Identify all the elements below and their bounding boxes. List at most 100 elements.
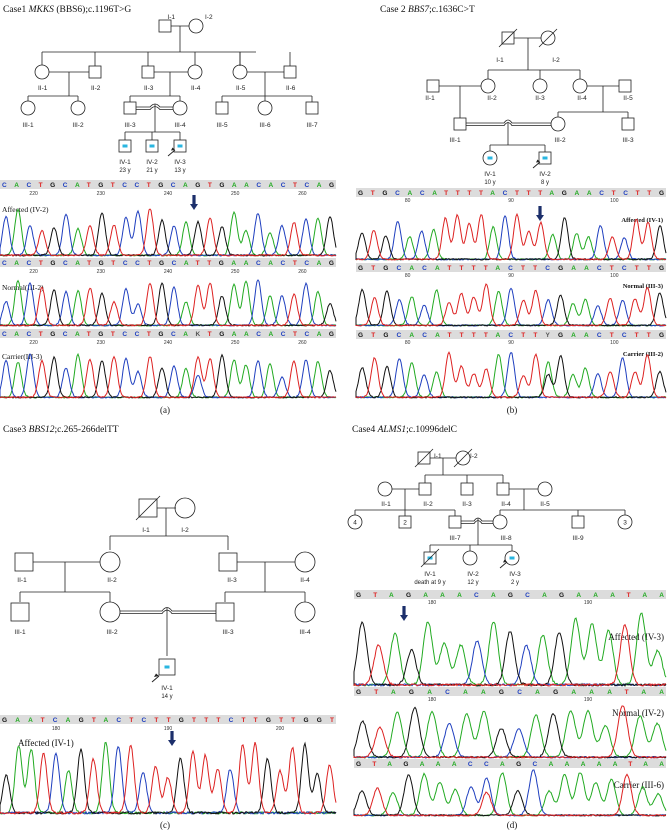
chromatogram-b-3-c-trace [355,351,667,399]
label-ii-1: II-1 [425,95,435,102]
female-symbol [294,601,316,623]
sequence-d-2-bar [354,687,666,696]
b-2-position-label: 90 [508,273,514,279]
chromatogram-b-2-t-trace [355,283,667,327]
a-2-position-label: 240 [164,269,173,275]
affected-mark [122,144,128,148]
chromatogram-d-1-a-trace [353,612,667,687]
female-symbol [537,481,553,497]
female-symbol [99,601,121,623]
label-ii-5: II-5 [623,95,633,102]
trace-label-affected: Affected (IV-1) [18,738,74,748]
age-label: 21 y [146,168,157,174]
proband-arrowhead [154,673,159,677]
b-2-position-label: 100 [610,273,619,279]
label-ii-4: II-4 [501,501,511,508]
male-symbol [618,79,632,93]
a-3-position-label: 220 [29,340,38,346]
panel-c-label: (c) [160,820,170,830]
male-symbol [426,79,440,93]
b-3-position-label: 80 [405,340,411,346]
label-i-1: I-1 [496,57,504,64]
male-symbol [158,19,172,33]
label-iii-2: III-2 [106,629,118,636]
female-symbol [532,78,548,94]
chromatogram-b-1-t-trace [355,212,667,261]
label-iv-2: IV-2 [467,571,479,578]
label-iv: IV-2 [146,159,158,166]
label-i-1: I-1 [167,14,175,21]
female-symbol [174,497,196,519]
chromatogram-a-1-t-trace [0,208,337,257]
b-2-position-label: 80 [405,273,411,279]
chromatogram-c-1-t-trace [0,741,337,815]
a-1-position-label: 220 [29,191,38,197]
female-symbol [480,78,496,94]
mutation-arrow-d-head [400,615,408,621]
label-ii: II-5 [236,85,246,92]
deceased-line [498,28,518,48]
label-iii: III-4 [174,122,186,129]
a-1-position-label: 260 [298,191,307,197]
trace-label-carrier: Carrier (III-2) [623,351,663,358]
label-iii-4: III-4 [299,629,311,636]
chromatogram-d-3-t-trace [353,773,666,817]
panel-a-label: (a) [160,405,170,415]
male-symbol [14,552,34,572]
c-1-position-label: 190 [164,726,173,732]
chromatogram-d-1-g-trace [353,620,667,688]
label-ii: II-1 [38,85,48,92]
age-label: 12 y [467,580,478,586]
label-iv-3: IV-3 [509,571,521,578]
label-i-2: I-2 [205,14,213,21]
a-1-position-label: 250 [231,191,240,197]
panel-c-title: Case3 BBS12;c.265-266delTT [3,425,119,435]
female-symbol [20,100,36,116]
proband-arrow [532,161,541,169]
label-ii: II-2 [91,85,101,92]
label-iv-1: IV-1 [161,685,173,692]
trace-label-normal: Normal (IV-2) [612,708,664,718]
sequence-a-1-bar [0,180,336,189]
label-ii-1: II-1 [17,577,27,584]
chromatogram-a-2-t-trace [0,282,336,327]
male-symbol [448,515,462,529]
female-symbol [99,551,121,573]
a-1-position-label: 230 [97,191,106,197]
label-iii-1: III-1 [449,137,461,144]
label-i-2: I-2 [552,57,560,64]
label-i-2: I-2 [181,527,189,534]
label-iii-3: III-3 [622,137,634,144]
male-symbol [123,101,137,115]
label-iv-2: IV-2 [539,171,551,178]
label-ii-2: II-2 [107,577,117,584]
female-symbol [492,514,508,530]
label-iv: IV-1 [119,159,131,166]
panel-d-title: Case4 ALMS1;c.10996delC [352,425,457,435]
a-1-position-label: 240 [164,191,173,197]
sibship-count: 4 [353,520,357,527]
a-3-position-label: 250 [231,340,240,346]
label-iii-8: III-8 [500,535,512,542]
mutation-arrow-a-head [190,204,198,210]
label-iv-1: IV-1 [424,571,436,578]
male-symbol [621,117,635,131]
male-symbol [88,65,102,79]
age-label: 8 y [541,180,549,186]
label-iii-2: III-2 [554,137,566,144]
affected-mark [509,556,515,560]
consanguineous-line [120,607,216,612]
female-symbol [572,78,588,94]
a-2-position-label: 260 [298,269,307,275]
female-symbol [377,481,393,497]
sibship-count: 2 [403,520,407,527]
affected-mark [164,665,170,669]
